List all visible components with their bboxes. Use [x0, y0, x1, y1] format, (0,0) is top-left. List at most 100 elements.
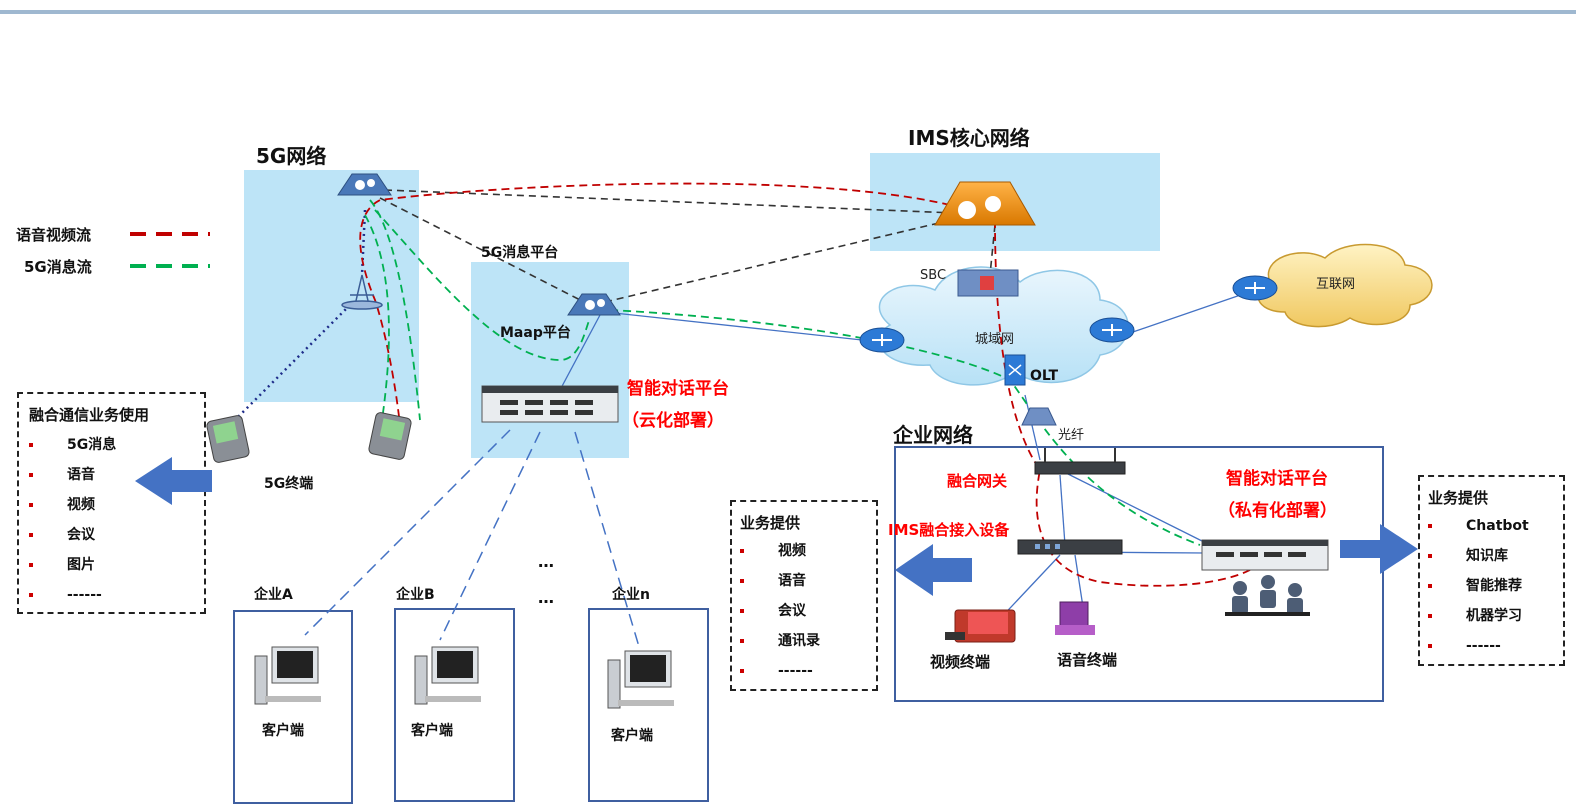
client-pc-n-icon — [607, 650, 674, 709]
service-right-item: ------ — [1428, 631, 1529, 661]
base-station-icon — [341, 274, 383, 310]
private-platform-label: 智能对话平台 — [1226, 469, 1328, 489]
bullet-icon — [740, 609, 744, 613]
service-left-item-label: ------ — [778, 663, 813, 679]
service-right-box: 业务提供 Chatbot 知识库智能推荐机器学习 ------ — [1418, 475, 1565, 666]
5g-terminal-label: 5G终端 — [264, 476, 314, 492]
service-left-item: 会议 — [740, 596, 820, 626]
bullet-icon — [29, 533, 33, 537]
fusion-use-item-label: 图片 — [67, 557, 95, 573]
fusion-gateway-label: 融合网关 — [947, 472, 1008, 490]
client-n-label: 客户端 — [611, 728, 653, 744]
bullet-icon — [1428, 644, 1432, 648]
service-right-item-label: ------ — [1466, 638, 1501, 654]
service-right-list: Chatbot 知识库智能推荐机器学习 ------ — [1428, 511, 1529, 661]
bullet-icon — [29, 503, 33, 507]
fusion-use-item-label: 视频 — [67, 497, 95, 513]
enterprise-network-title: 企业网络 — [893, 423, 973, 447]
ims-core-gear-icon — [934, 181, 1036, 226]
cloud-platform-label: 智能对话平台 — [627, 379, 729, 399]
internet-label: 互联网 — [1316, 277, 1356, 292]
fusion-use-item: 图片 — [29, 550, 116, 580]
arrow-to-service-right-icon — [1340, 524, 1418, 574]
service-right-item-label: 知识库 — [1466, 548, 1508, 564]
internet-cloud — [1257, 243, 1433, 328]
enterprise-network-box — [894, 446, 1384, 702]
private-server-icon — [1201, 539, 1329, 571]
5g-phone-left-icon — [206, 415, 250, 463]
ims-core-title: IMS核心网络 — [908, 126, 1030, 150]
service-left-item-label: 语音 — [778, 573, 806, 589]
client-pc-a-icon — [254, 646, 321, 705]
metro-network-label: 城域网 — [975, 332, 1015, 347]
service-right-item: 知识库 — [1428, 541, 1529, 571]
fusion-use-item: 视频 — [29, 490, 116, 520]
private-platform-deploy-label: （私有化部署） — [1218, 501, 1337, 521]
video-terminal-label: 视频终端 — [930, 653, 991, 671]
bullet-icon — [29, 593, 33, 597]
network-diagram-canvas — [130, 173, 1433, 709]
voice-phone-icon — [1055, 601, 1095, 635]
service-right-item: 智能推荐 — [1428, 571, 1529, 601]
client-b-label: 客户端 — [411, 723, 453, 739]
sbc-label: SBC — [920, 268, 947, 283]
service-right-item: Chatbot — [1428, 511, 1529, 541]
company-n-label: 企业n — [612, 587, 650, 603]
ims-access-device-icon — [1017, 539, 1123, 555]
metro-router-left-icon — [859, 327, 905, 353]
legend-voice-label: 语音视频流 — [16, 226, 92, 244]
client-pc-b-icon — [414, 646, 481, 705]
service-right-item-label: Chatbot — [1466, 518, 1529, 534]
bullet-icon — [1428, 614, 1432, 618]
arrow-to-service-left-icon — [895, 544, 972, 596]
robot-agents-icon — [1225, 575, 1310, 616]
service-left-item-label: 视频 — [778, 543, 806, 559]
service-left-title: 业务提供 — [740, 514, 801, 532]
fusion-use-item-label: ------ — [67, 587, 102, 603]
fusion-use-title: 融合通信业务使用 — [29, 406, 150, 424]
fusion-use-list: 5G消息语音视频会议图片 ------ — [29, 430, 116, 610]
service-left-item: ------ — [740, 656, 820, 686]
top-rule — [0, 10, 1576, 14]
client-a-label: 客户端 — [262, 723, 304, 739]
bullet-icon — [1428, 554, 1432, 558]
service-left-list: 视频语音会议通讯录 ------ — [740, 536, 820, 686]
bullet-icon — [1428, 584, 1432, 588]
5g-phone-right-icon — [368, 412, 412, 460]
ellipsis-row2: … — [538, 588, 554, 607]
bullet-icon — [29, 563, 33, 567]
fusion-use-item: ------ — [29, 580, 116, 610]
cloud-server-icon — [481, 385, 619, 423]
fusion-gateway-icon — [1034, 448, 1126, 475]
bullet-icon — [1428, 524, 1432, 528]
bullet-icon — [29, 443, 33, 447]
msg-platform-gear-icon — [567, 293, 621, 316]
bullet-icon — [740, 549, 744, 553]
company-a-label: 企业A — [254, 587, 293, 603]
company-b-label: 企业B — [396, 587, 435, 603]
bullet-icon — [740, 669, 744, 673]
legend-msg-label: 5G消息流 — [24, 258, 92, 276]
service-left-item: 视频 — [740, 536, 820, 566]
voice-terminal-label: 语音终端 — [1057, 651, 1118, 669]
service-left-box: 业务提供 视频语音会议通讯录 ------ — [730, 500, 878, 691]
cloud-platform-deploy-label: （云化部署） — [622, 411, 724, 431]
arrow-to-fusion-use-icon — [135, 457, 212, 505]
fiber-splitter-icon — [1021, 407, 1057, 426]
fusion-use-item: 会议 — [29, 520, 116, 550]
service-left-item: 通讯录 — [740, 626, 820, 656]
fusion-use-box: 融合通信业务使用 5G消息语音视频会议图片 ------ — [17, 392, 206, 614]
fusion-use-item: 语音 — [29, 460, 116, 490]
olt-label: OLT — [1030, 368, 1059, 384]
service-left-item-label: 会议 — [778, 603, 806, 619]
service-right-item: 机器学习 — [1428, 601, 1529, 631]
ellipsis-row1: … — [538, 552, 554, 571]
ims-access-label: IMS融合接入设备 — [888, 521, 1010, 539]
service-right-title: 业务提供 — [1428, 489, 1489, 507]
metro-router-right-icon — [1089, 317, 1135, 343]
service-right-item-label: 机器学习 — [1466, 608, 1522, 624]
service-right-item-label: 智能推荐 — [1466, 578, 1522, 594]
service-left-item-label: 通讯录 — [778, 633, 820, 649]
5g-core-gear-icon — [337, 173, 392, 196]
fusion-use-item-label: 5G消息 — [67, 437, 117, 453]
